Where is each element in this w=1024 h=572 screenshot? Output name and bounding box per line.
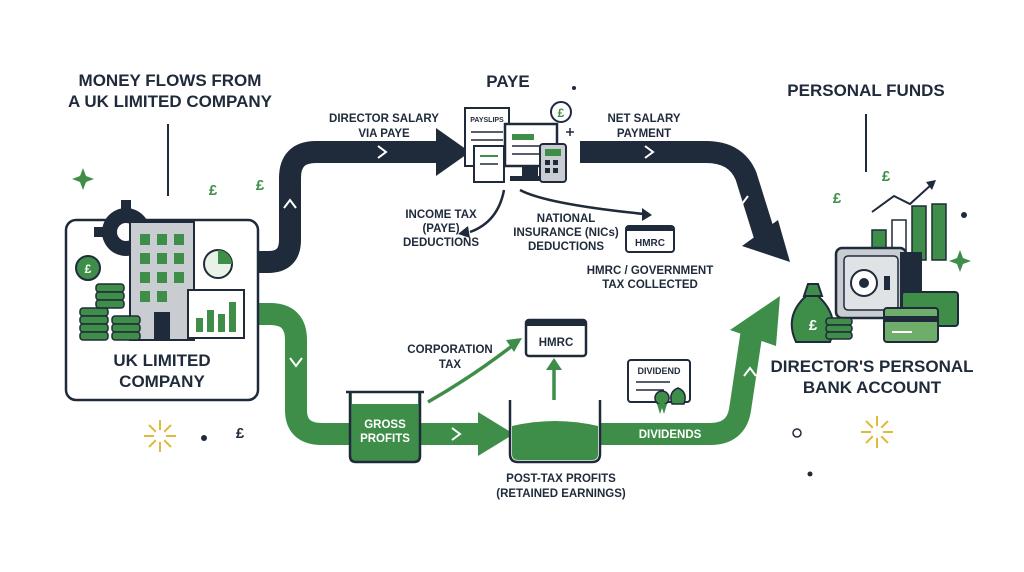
seal-icon: [654, 390, 670, 414]
svg-text:PAYSLIPS: PAYSLIPS: [470, 117, 504, 124]
svg-text:GROSS: GROSS: [364, 419, 406, 431]
personal-funds-title: PERSONAL FUNDS: [787, 81, 944, 100]
corporation-tax-label: CORPORATION TAX: [407, 344, 492, 371]
pound-decor-5: £: [882, 168, 891, 185]
corporation-tax-arrowhead: [506, 338, 522, 352]
coin-pile-icon: [825, 317, 853, 340]
svg-text:DIRECTOR SALARY: DIRECTOR SALARY: [329, 113, 439, 125]
gross-profits-node: GROSS PROFITS: [346, 390, 424, 464]
pound-decor-1: £: [209, 182, 218, 199]
ni-arrowhead: [642, 208, 652, 221]
svg-text:HMRC / GOVERNMENT: HMRC / GOVERNMENT: [587, 265, 714, 277]
svg-text:POST-TAX PROFITS: POST-TAX PROFITS: [506, 473, 616, 485]
svg-text:PAYMENT: PAYMENT: [617, 128, 671, 140]
company-node: £ UK LIMITED COMPANY: [64, 200, 260, 402]
svg-text:INCOME TAX: INCOME TAX: [405, 209, 477, 221]
retained-arrowhead: [546, 358, 562, 370]
safe-icon: [834, 246, 922, 320]
svg-text:DIVIDEND: DIVIDEND: [637, 366, 681, 376]
corporation-tax-arrow: [427, 344, 514, 404]
svg-text:DEDUCTIONS: DEDUCTIONS: [528, 241, 604, 253]
svg-text:(PAYE): (PAYE): [422, 223, 459, 235]
bank-card-icon: [883, 291, 959, 343]
svg-text:CORPORATION: CORPORATION: [407, 344, 492, 356]
svg-text:£: £: [558, 106, 565, 120]
svg-text:DEDUCTIONS: DEDUCTIONS: [403, 237, 479, 249]
pound-decor-4: £: [833, 190, 842, 207]
paye-title: PAYE: [486, 72, 529, 91]
payslip-icon: PAYSLIPS: [464, 107, 510, 183]
post-tax-profits-label: POST-TAX PROFITS (RETAINED EARNINGS): [496, 473, 626, 500]
svg-text:NATIONAL: NATIONAL: [537, 213, 596, 225]
title-line1: MONEY FLOWS FROM: [79, 71, 262, 90]
pound-decor-3: £: [236, 425, 245, 442]
svg-text:£: £: [85, 262, 92, 276]
director-salary-label: DIRECTOR SALARY VIA PAYE: [329, 113, 439, 140]
net-salary-label: NET SALARY PAYMENT: [607, 113, 680, 140]
salary-flow-band: [258, 128, 470, 273]
bank-label-line2: BANK ACCOUNT: [803, 378, 942, 397]
sparkle-decor: [72, 86, 971, 477]
svg-text:PROFITS: PROFITS: [360, 433, 410, 445]
svg-text:VIA PAYE: VIA PAYE: [358, 128, 410, 140]
svg-text:£: £: [809, 317, 818, 334]
ni-arrow: [519, 188, 645, 216]
dividends-label: DIVIDENDS: [639, 429, 702, 441]
svg-text:HMRC: HMRC: [539, 337, 574, 349]
income-tax-label: INCOME TAX (PAYE) DEDUCTIONS: [403, 209, 479, 249]
svg-text:HMRC: HMRC: [635, 238, 665, 249]
net-salary-flow-band: [580, 141, 790, 262]
svg-text:TAX: TAX: [439, 359, 461, 371]
svg-text:INSURANCE (NICs): INSURANCE (NICs): [513, 227, 619, 239]
income-tax-arrowhead: [458, 226, 470, 238]
pie-chart-icon: [203, 249, 233, 279]
calculator-icon: [539, 143, 567, 183]
company-label-line1: UK LIMITED: [113, 351, 210, 370]
dividend-certificate-node: DIVIDEND: [627, 359, 691, 414]
post-tax-profits-node: [508, 400, 602, 464]
hmrc-government-label: HMRC / GOVERNMENT TAX COLLECTED: [587, 265, 714, 291]
income-tax-arrow: [469, 189, 506, 234]
national-insurance-label: NATIONAL INSURANCE (NICs) DEDUCTIONS: [513, 213, 619, 253]
company-label-line2: COMPANY: [119, 372, 205, 391]
money-bag-icon: [670, 387, 686, 405]
paye-node: PAYE PAYSLIPS: [464, 72, 572, 183]
pound-coin-icon: £: [75, 255, 101, 281]
personal-funds-node: PERSONAL FUNDS £: [770, 81, 973, 397]
coin-stack-icon: [79, 283, 141, 341]
profit-flow-band: [258, 296, 780, 456]
diagram-title: MONEY FLOWS FROM A UK LIMITED COMPANY: [68, 71, 273, 196]
svg-text:(RETAINED EARNINGS): (RETAINED EARNINGS): [496, 488, 626, 500]
svg-text:TAX COLLECTED: TAX COLLECTED: [602, 279, 698, 291]
bar-chart-icon: [187, 289, 245, 339]
svg-text:NET SALARY: NET SALARY: [607, 113, 680, 125]
pound-badge-icon: £: [550, 101, 572, 123]
hmrc-mid-node: HMRC: [524, 318, 588, 358]
bank-label-line1: DIRECTOR'S PERSONAL: [770, 357, 973, 376]
hmrc-top-node: HMRC: [625, 225, 675, 253]
pound-decor-2: £: [256, 177, 265, 194]
sparkle-cross-decor: [566, 128, 574, 136]
title-line2: A UK LIMITED COMPANY: [68, 92, 273, 111]
